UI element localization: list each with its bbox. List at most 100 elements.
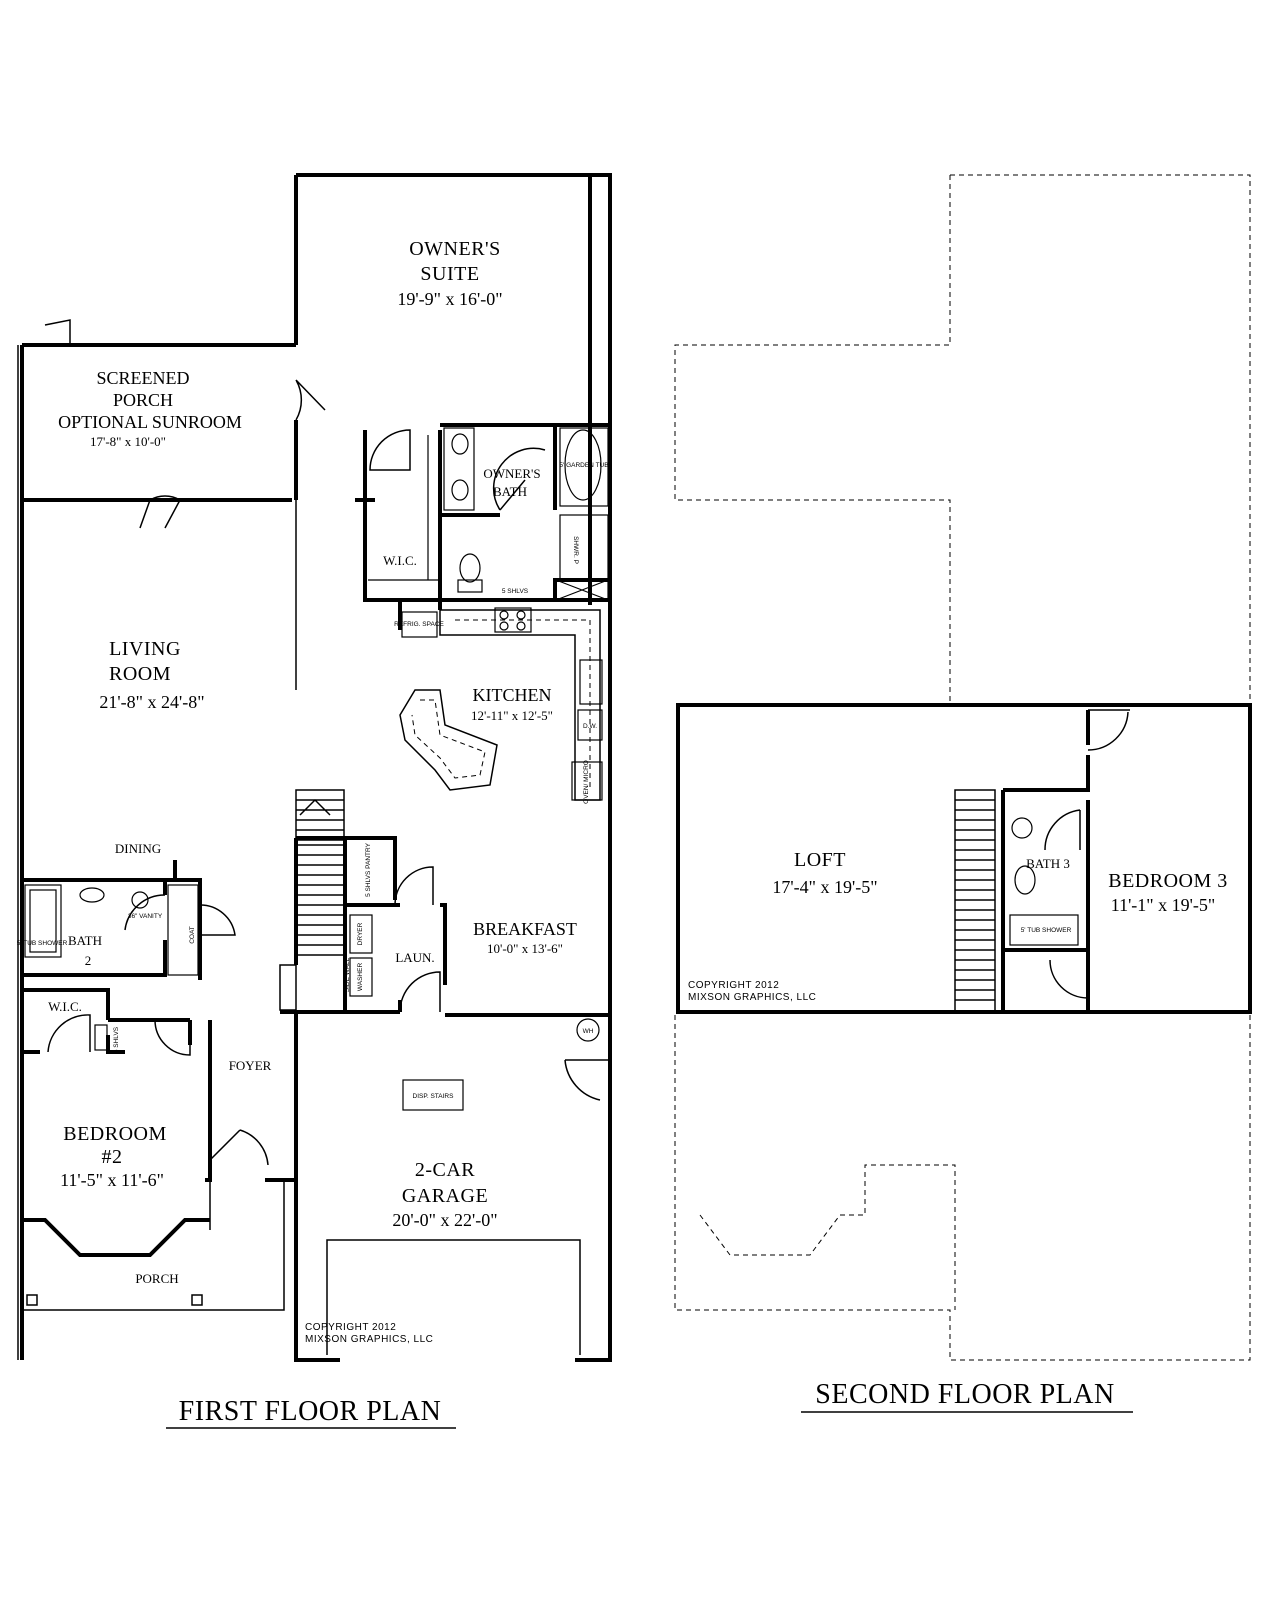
first-floor-copyright: COPYRIGHT 2012 bbox=[305, 1322, 396, 1333]
kitchen-sink bbox=[579, 659, 603, 705]
bay-window-walls bbox=[22, 1218, 210, 1257]
stair-walls bbox=[294, 836, 347, 965]
porch-column bbox=[191, 1294, 203, 1306]
screened-porch-name: PORCH bbox=[113, 390, 173, 410]
porch-column bbox=[26, 1294, 38, 1306]
upper-stair bbox=[954, 789, 996, 1013]
burner-icon bbox=[499, 610, 509, 620]
door-swing bbox=[564, 1059, 610, 1101]
pantry-label: 5 SHLVS PANTRY bbox=[365, 842, 372, 896]
washer bbox=[349, 957, 373, 997]
owners-suite-name: SUITE bbox=[420, 263, 479, 285]
linen-closet-x bbox=[555, 579, 609, 601]
tub-shower bbox=[24, 884, 62, 958]
second-floor-plan bbox=[674, 174, 1252, 1361]
shower-stall bbox=[559, 514, 609, 581]
living-walls bbox=[20, 345, 370, 1360]
screened-porch-name: OPTIONAL SUNROOM bbox=[58, 412, 242, 432]
oven-micro bbox=[571, 761, 603, 801]
first-floor-plan bbox=[17, 173, 612, 1362]
wic-owner-label: W.I.C. bbox=[383, 553, 417, 568]
dw-label: D.W. bbox=[583, 723, 597, 730]
coat-closet bbox=[167, 884, 199, 976]
foyer-walls bbox=[265, 1010, 298, 1185]
toilet-tank bbox=[457, 579, 483, 593]
garden-tub-frame bbox=[559, 427, 609, 507]
door-swing bbox=[369, 429, 411, 471]
vanity-sink-icon bbox=[451, 479, 469, 501]
living-room-name: ROOM bbox=[109, 663, 171, 685]
plan-titles: FIRST FLOOR PLAN SECOND FLOOR PLAN bbox=[166, 1379, 1133, 1429]
bedroom3-name: BEDROOM 3 bbox=[1108, 870, 1228, 892]
main-stair bbox=[279, 789, 345, 1011]
wic-bed2-shelves: 5 SHLVS bbox=[113, 1026, 120, 1053]
bed2-wic-shelf bbox=[94, 1024, 108, 1051]
second-floor-walls bbox=[676, 703, 1252, 1014]
bath3-tub bbox=[1009, 914, 1079, 946]
kitchen-dim: 12'-11" x 12'-5" bbox=[471, 708, 553, 723]
roof-outline bbox=[674, 174, 1251, 1361]
garage-name: GARAGE bbox=[402, 1185, 488, 1207]
living-room-name: LIVING bbox=[109, 638, 181, 660]
water-heater-icon bbox=[576, 1018, 600, 1042]
second-floor-copyright: COPYRIGHT 2012 bbox=[688, 980, 779, 991]
kitchen-walls bbox=[398, 600, 442, 630]
bedroom3-dim: 11'-1" x 19'-5" bbox=[1111, 895, 1216, 915]
first-floor-labels: OWNER'S SUITE 19'-9" x 16'-0" SCREENED P… bbox=[17, 238, 609, 1345]
owners-suite-name: OWNER'S bbox=[409, 238, 501, 260]
cooktop bbox=[494, 607, 532, 633]
foyer-label: FOYER bbox=[229, 1058, 272, 1073]
screened-porch-walls bbox=[20, 343, 296, 500]
linen-closet bbox=[555, 579, 609, 601]
burner-icon bbox=[516, 610, 526, 620]
loft-name: LOFT bbox=[794, 849, 846, 871]
bath2-name: BATH bbox=[68, 933, 102, 948]
door-swing bbox=[1044, 809, 1081, 851]
owners-bath-name: BATH bbox=[493, 484, 527, 499]
second-floor-copyright: MIXSON GRAPHICS, LLC bbox=[688, 992, 816, 1003]
kitchen-counter bbox=[439, 609, 601, 801]
porch-outline bbox=[21, 1180, 285, 1311]
screened-porch-dim: 17'-8" x 10'-0" bbox=[90, 434, 166, 449]
second-floor-title: SECOND FLOOR PLAN bbox=[815, 1379, 1114, 1410]
garage-dim: 20'-0" x 22'-0" bbox=[392, 1210, 497, 1230]
refrig-space bbox=[401, 611, 438, 638]
living-room-dim: 21'-8" x 24'-8" bbox=[99, 692, 204, 712]
door-swing bbox=[199, 904, 236, 936]
owners-bath-name: OWNER'S bbox=[483, 466, 540, 481]
door-swing bbox=[47, 1014, 91, 1053]
bath2-sink-icon bbox=[131, 891, 149, 909]
shower-label: SHWR. P bbox=[572, 536, 579, 564]
garden-tub bbox=[564, 429, 602, 501]
door-swing bbox=[1049, 959, 1089, 999]
door-swing bbox=[139, 495, 182, 529]
garage-walls bbox=[294, 1010, 612, 1362]
refrig-label: REFRIG. SPACE bbox=[394, 621, 444, 628]
kitchen-island bbox=[399, 689, 498, 791]
porch-label: PORCH bbox=[135, 1271, 178, 1286]
kitchen-counter-edge bbox=[455, 619, 591, 790]
burner-icon bbox=[499, 621, 509, 631]
washer-label: WASHER bbox=[357, 963, 364, 992]
door-swing bbox=[154, 1019, 191, 1056]
breakfast-dim: 10'-0" x 13'-6" bbox=[487, 941, 563, 956]
owners-suite-walls bbox=[294, 173, 612, 1362]
second-floor-labels: LOFT 17'-4" x 19'-5" BATH 3 5' TUB SHOWE… bbox=[688, 849, 1228, 1003]
garden-tub-label: 5' GARDEN TUB bbox=[559, 462, 608, 469]
garage-name: 2-CAR bbox=[415, 1159, 475, 1181]
first-floor-title: FIRST FLOOR PLAN bbox=[179, 1396, 442, 1427]
laundry-label: LAUN. bbox=[395, 950, 434, 965]
door-swing bbox=[44, 319, 71, 345]
door-swing bbox=[394, 866, 434, 906]
kitchen-island-edge bbox=[411, 699, 486, 779]
bath2-walls bbox=[20, 878, 202, 1020]
door-swing bbox=[399, 971, 441, 1013]
water-heater-label: WH bbox=[583, 1028, 594, 1035]
first-floor-copyright: MIXSON GRAPHICS, LLC bbox=[305, 1334, 433, 1345]
kitchen-name: KITCHEN bbox=[473, 685, 552, 705]
dryer bbox=[349, 914, 373, 954]
bath3-name: BATH 3 bbox=[1026, 856, 1070, 871]
owner-shelves-label: 5 SHLVS bbox=[502, 588, 529, 595]
dryer-label: DRYER bbox=[357, 922, 364, 945]
